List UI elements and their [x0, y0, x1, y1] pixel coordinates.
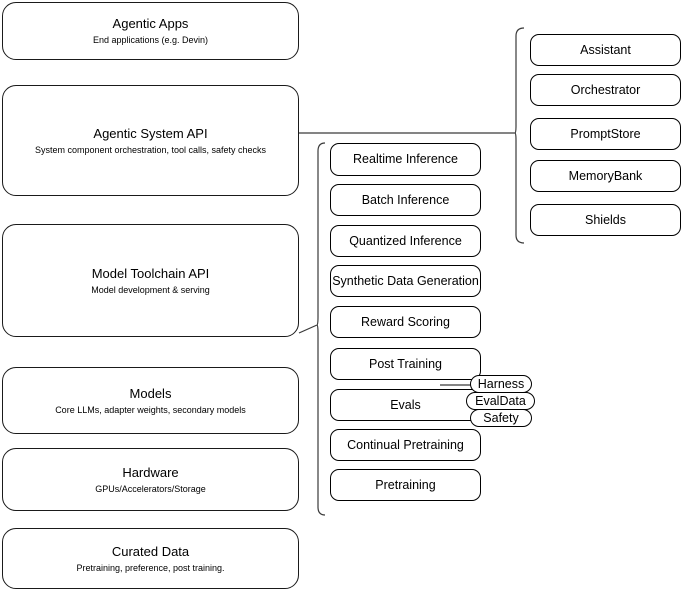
stack-layer-curated-data[interactable]: Curated Data Pretraining, preference, po… [2, 528, 299, 589]
stack-layer-agentic-system-api[interactable]: Agentic System API System component orch… [2, 85, 299, 196]
component-promptstore[interactable]: PromptStore [530, 118, 681, 150]
stack-layer-subtitle: GPUs/Accelerators/Storage [95, 483, 206, 494]
connector-toolchain-to-middle-brace [298, 324, 318, 334]
stack-layer-title: Curated Data [111, 543, 190, 559]
component-memorybank[interactable]: MemoryBank [530, 160, 681, 192]
right-brace [514, 27, 525, 244]
capability-post-training[interactable]: Post Training [330, 348, 481, 380]
capability-evals[interactable]: Evals [330, 389, 481, 421]
capability-pretraining[interactable]: Pretraining [330, 469, 481, 501]
eval-pill-evaldata[interactable]: EvalData [466, 392, 535, 410]
stack-layer-models[interactable]: Models Core LLMs, adapter weights, secon… [2, 367, 299, 434]
stack-layer-title: Agentic Apps [112, 16, 189, 31]
stack-layer-subtitle: System component orchestration, tool cal… [34, 144, 267, 155]
stack-layer-title: Agentic System API [93, 125, 208, 141]
stack-layer-subtitle: Model development & serving [91, 284, 210, 295]
eval-pill-safety[interactable]: Safety [470, 409, 532, 427]
stack-layer-title: Model Toolchain API [91, 265, 210, 281]
capability-batch-inference[interactable]: Batch Inference [330, 184, 481, 216]
stack-layer-title: Models [129, 385, 172, 401]
capability-reward-scoring[interactable]: Reward Scoring [330, 306, 481, 338]
capability-synthetic-data-generation[interactable]: Synthetic Data Generation [330, 265, 481, 297]
stack-layer-hardware[interactable]: Hardware GPUs/Accelerators/Storage [2, 448, 299, 511]
eval-pill-harness[interactable]: Harness [470, 375, 532, 393]
component-orchestrator[interactable]: Orchestrator [530, 74, 681, 106]
capability-quantized-inference[interactable]: Quantized Inference [330, 225, 481, 257]
component-shields[interactable]: Shields [530, 204, 681, 236]
stack-layer-subtitle: End applications (e.g. Devin) [92, 35, 209, 45]
stack-layer-model-toolchain-api[interactable]: Model Toolchain API Model development & … [2, 224, 299, 337]
middle-brace [316, 142, 326, 516]
capability-continual-pretraining[interactable]: Continual Pretraining [330, 429, 481, 461]
stack-layer-title: Hardware [122, 464, 179, 480]
stack-layer-subtitle: Pretraining, preference, post training. [76, 562, 225, 573]
stack-layer-agentic-apps[interactable]: Agentic Apps End applications (e.g. Devi… [2, 2, 299, 60]
stack-layer-subtitle: Core LLMs, adapter weights, secondary mo… [55, 404, 246, 415]
capability-realtime-inference[interactable]: Realtime Inference [330, 143, 481, 176]
component-assistant[interactable]: Assistant [530, 34, 681, 66]
